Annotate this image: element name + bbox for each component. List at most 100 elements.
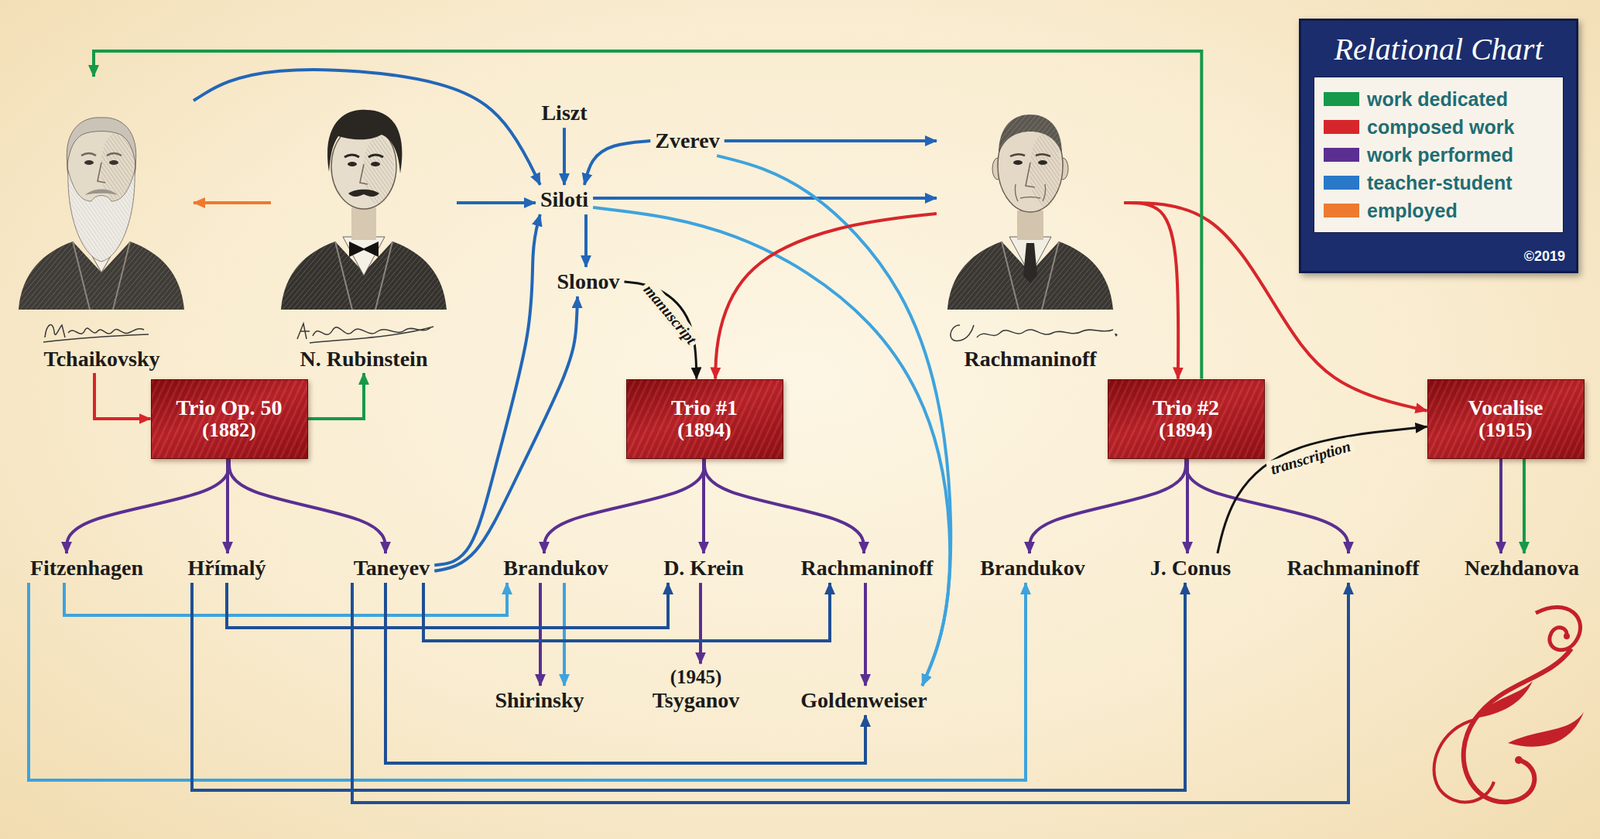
legend-text: composed work bbox=[1367, 116, 1515, 139]
connector bbox=[94, 373, 151, 419]
connector bbox=[308, 373, 365, 419]
connector bbox=[352, 582, 1349, 803]
scroll-ornament bbox=[1434, 606, 1584, 802]
portrait-nose bbox=[1025, 162, 1035, 188]
portrait-hair bbox=[66, 117, 136, 165]
node-text: Nezhdanova bbox=[1464, 555, 1580, 581]
work-box: Trio #1(1894) bbox=[626, 379, 784, 460]
legend-text: employed bbox=[1367, 199, 1458, 223]
connector bbox=[724, 139, 937, 143]
portrait-mouth bbox=[1014, 184, 1045, 202]
connector bbox=[385, 582, 866, 764]
connector bbox=[64, 582, 508, 616]
person-name: Rachmaninoff bbox=[795, 553, 938, 583]
portrait-beard bbox=[68, 170, 135, 262]
portrait-hair bbox=[327, 109, 402, 174]
connector bbox=[28, 582, 1026, 781]
node-text: Taneyev bbox=[353, 555, 431, 581]
person-name: Rachmaninoff bbox=[1281, 553, 1424, 583]
legend-swatch bbox=[1323, 203, 1360, 218]
work-box: Vocalise(1915) bbox=[1427, 379, 1585, 460]
node-text: Shirinsky bbox=[494, 688, 584, 713]
connector bbox=[434, 296, 578, 572]
node-text: Zverev bbox=[654, 128, 720, 154]
portrait-card: N. Rubinstein bbox=[270, 76, 457, 374]
person-name: Taneyev bbox=[349, 553, 436, 583]
portrait-eye bbox=[1038, 160, 1048, 165]
copyright-label: ©2019 bbox=[1524, 248, 1566, 265]
connector bbox=[562, 127, 566, 186]
node-text: Goldenweiser bbox=[800, 688, 927, 713]
connector bbox=[1499, 459, 1503, 554]
node-text: N. Rubinstein bbox=[300, 346, 429, 372]
portrait-neck bbox=[1017, 210, 1044, 240]
node-text: Brandukov bbox=[503, 555, 608, 581]
node-text: J. Conus bbox=[1150, 555, 1231, 581]
ornament-curl bbox=[1535, 606, 1581, 650]
connector bbox=[226, 582, 669, 628]
node-text: (1894) bbox=[677, 419, 731, 442]
person-name: Shirinsky bbox=[489, 685, 589, 716]
portrait-brows bbox=[344, 154, 384, 158]
portrait-neck bbox=[351, 207, 377, 240]
person-name: D. Krein bbox=[658, 553, 749, 583]
connector bbox=[584, 140, 651, 186]
person-name: Siloti bbox=[535, 185, 593, 215]
node-text: (1882) bbox=[202, 419, 256, 442]
portrait-suit bbox=[947, 241, 1114, 310]
legend-row: teacher-student bbox=[1323, 168, 1554, 197]
connector bbox=[423, 582, 830, 641]
portrait-nose bbox=[97, 162, 106, 183]
legend-swatch bbox=[1323, 175, 1360, 190]
node-text: Trio #2 bbox=[1152, 396, 1220, 420]
rachmaninoff-portrait bbox=[947, 114, 1114, 310]
legend-swatch bbox=[1323, 119, 1360, 134]
work-box: Trio #2(1894) bbox=[1107, 379, 1265, 460]
ornament-stem bbox=[1463, 648, 1572, 802]
rubinstein-portrait bbox=[280, 109, 447, 310]
portrait-eye bbox=[370, 161, 381, 167]
portrait-card: Rachmaninoff bbox=[936, 76, 1124, 374]
portrait-tie bbox=[1023, 243, 1038, 284]
connector bbox=[704, 459, 864, 554]
node-text: Rachmaninoff bbox=[800, 555, 933, 581]
portrait-brows bbox=[81, 153, 122, 156]
connector bbox=[1185, 459, 1349, 554]
ornament-dot bbox=[1514, 756, 1523, 765]
legend-row: work performed bbox=[1323, 140, 1554, 169]
signature bbox=[950, 325, 1117, 341]
connector bbox=[1029, 459, 1186, 554]
portrait-lapel bbox=[1001, 241, 1059, 310]
connector bbox=[584, 214, 588, 268]
person-name: Fitzenhagen bbox=[25, 553, 148, 583]
node-text: (1945) bbox=[652, 666, 741, 689]
connector bbox=[715, 213, 937, 380]
person-name: J. Conus bbox=[1145, 553, 1236, 583]
ornament-leaf bbox=[1507, 712, 1584, 747]
node-text: Vocalise bbox=[1468, 396, 1544, 420]
portrait-eye bbox=[109, 160, 119, 165]
legend-text: teacher-student bbox=[1367, 171, 1513, 195]
person-name: Liszt bbox=[536, 98, 592, 128]
legend-swatch bbox=[1323, 147, 1360, 162]
legend-row: composed work bbox=[1323, 113, 1554, 141]
portrait-eye bbox=[1013, 160, 1023, 165]
node-text: Brandukov bbox=[979, 555, 1085, 581]
portrait-mustache bbox=[85, 189, 118, 196]
person-name: Brandukov bbox=[498, 553, 613, 583]
connector bbox=[544, 459, 705, 554]
node-text: (1915) bbox=[1478, 419, 1532, 442]
node-text: Rachmaninoff bbox=[1286, 555, 1419, 581]
ornament-dot bbox=[1563, 633, 1570, 640]
portrait-eye bbox=[84, 160, 94, 165]
legend-row: employed bbox=[1323, 196, 1554, 225]
legend-swatch bbox=[1323, 92, 1360, 107]
node-text: Tchaikovsky bbox=[44, 346, 161, 372]
connector bbox=[592, 207, 950, 686]
work-box: Trio Op. 50(1882) bbox=[150, 379, 309, 460]
signature bbox=[43, 325, 149, 343]
ornament-curl bbox=[1434, 719, 1494, 802]
connector bbox=[226, 459, 230, 554]
person-name: Goldenweiser bbox=[795, 685, 932, 716]
portrait-hair bbox=[998, 114, 1063, 155]
